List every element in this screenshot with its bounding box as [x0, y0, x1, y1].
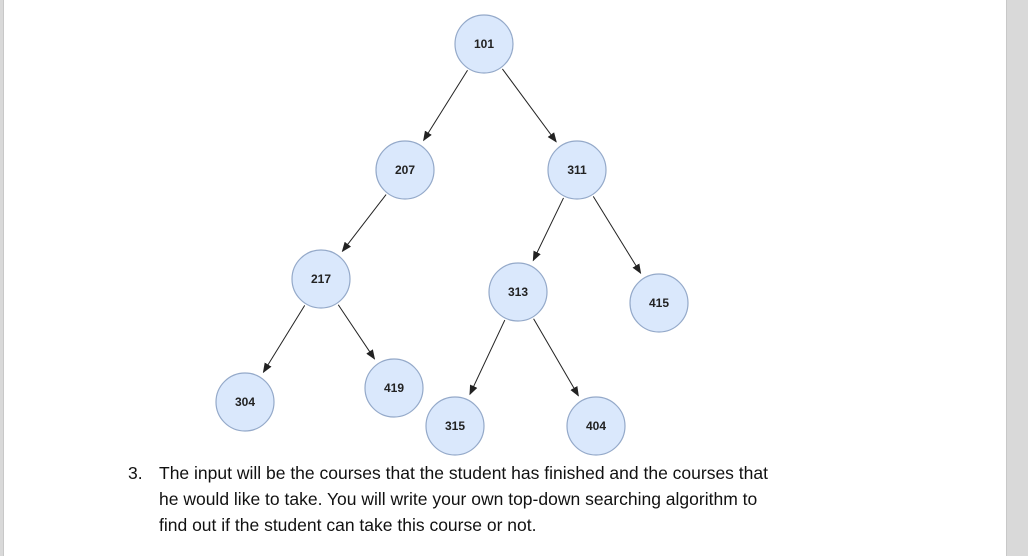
node-circle: [488, 262, 548, 322]
node-circle: [566, 396, 626, 456]
node-label: 415: [649, 296, 669, 310]
paragraph-line-3: find out if the student can take this co…: [159, 515, 537, 535]
tree-node: 207: [375, 140, 435, 200]
node-label: 217: [311, 272, 331, 286]
node-label: 207: [395, 163, 415, 177]
node-circle: [375, 140, 435, 200]
tree-node: 311: [547, 140, 607, 200]
course-tree-diagram: 101 207 311 217 313 415 304 419 315 404: [215, 14, 689, 456]
edge-arrow: [502, 68, 557, 143]
node-circle: [215, 372, 275, 432]
paragraph-line-2: he would like to take. You will write yo…: [159, 489, 758, 509]
tree-node: 415: [629, 273, 689, 333]
tree-node: 315: [425, 396, 485, 456]
node-label: 315: [445, 419, 465, 433]
edge-arrow: [469, 319, 506, 396]
tree-node: 404: [566, 396, 626, 456]
node-label: 313: [508, 285, 528, 299]
edge-arrow: [423, 69, 468, 142]
tree-node: 313: [488, 262, 548, 322]
edge-arrow: [532, 197, 564, 262]
question-number: 3.: [128, 463, 143, 483]
node-label: 311: [567, 163, 587, 177]
document-page: 101 207 311 217 313 415 304 419 315 404 3. The in…: [3, 0, 1007, 556]
node-label: 101: [474, 37, 494, 51]
node-circle: [425, 396, 485, 456]
node-label: 304: [235, 395, 255, 409]
tree-node: 101: [454, 14, 514, 74]
node-label: 404: [586, 419, 606, 433]
edge-arrow: [341, 194, 387, 253]
node-circle: [454, 14, 514, 74]
edge-arrow: [533, 318, 579, 397]
tree-node: 304: [215, 372, 275, 432]
edge-arrow: [592, 196, 642, 275]
node-circle: [547, 140, 607, 200]
edge-arrow: [262, 305, 306, 374]
node-circle: [364, 358, 424, 418]
node-circle: [291, 249, 351, 309]
tree-node: 419: [364, 358, 424, 418]
paragraph-line-1: The input will be the courses that the s…: [159, 463, 768, 483]
node-label: 419: [384, 381, 404, 395]
tree-node: 217: [291, 249, 351, 309]
node-circle: [629, 273, 689, 333]
edge-arrow: [337, 304, 376, 360]
